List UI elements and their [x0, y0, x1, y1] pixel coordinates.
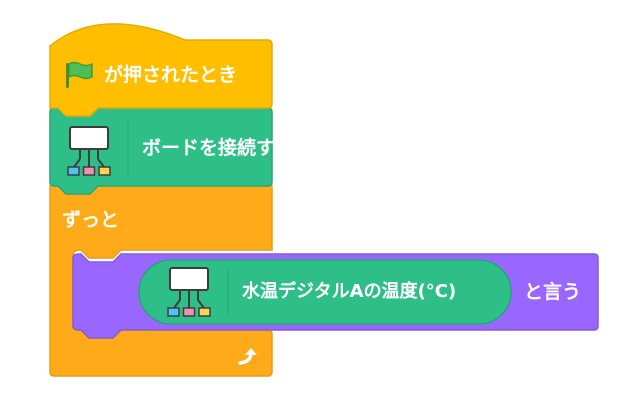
hat-block-label: が押されたとき — [104, 64, 238, 86]
when-flag-clicked-block[interactable] — [49, 23, 273, 117]
green-flag-icon[interactable] — [64, 60, 96, 90]
board-icon — [167, 267, 211, 317]
say-block-label: と言う — [524, 281, 582, 303]
reporter-block-label: 水温デジタルAの温度(°C) — [242, 281, 457, 302]
board-icon — [67, 126, 111, 176]
connect-block-label: ボードを接続する — [142, 137, 295, 159]
repeat-arrow-icon — [238, 348, 257, 365]
forever-block-label: ずっと — [62, 209, 120, 231]
temperature-reporter-block[interactable] — [138, 259, 512, 325]
